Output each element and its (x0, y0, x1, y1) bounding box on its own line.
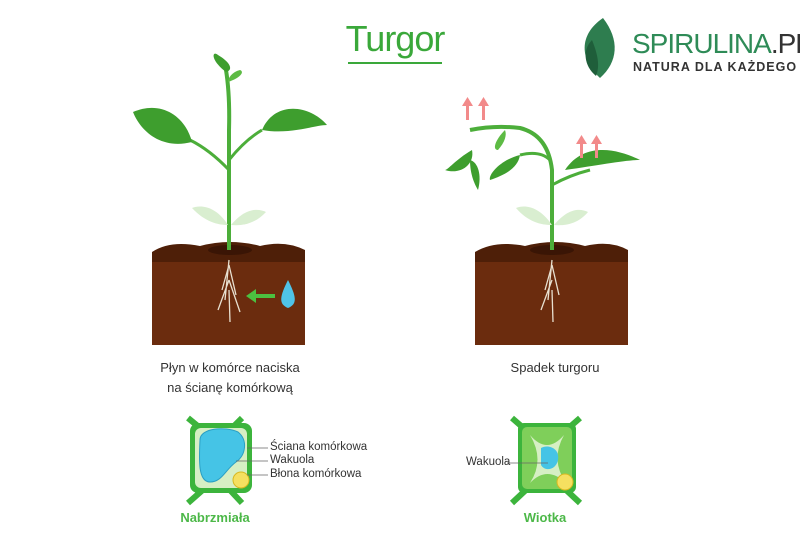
flaccid-cell (507, 415, 583, 506)
logo-suffix: .PL (770, 28, 800, 59)
label-cell-membrane: Błona komórkowa (270, 468, 362, 480)
page-title: Turgor (345, 18, 446, 59)
right-caption: Spadek turgoru (510, 360, 600, 375)
turgid-cell (186, 415, 268, 506)
logo-tagline: NATURA DLA KAŻDEGO (633, 60, 798, 74)
logo-leaf-icon (584, 18, 615, 78)
wilted-plant (445, 97, 640, 345)
flaccid-state-label: Wiotka (523, 510, 567, 525)
label-vacuole-right: Wakuola (466, 456, 511, 468)
logo-name: SPIRULINA (632, 28, 772, 59)
logo: SPIRULINA.PL (632, 28, 800, 60)
healthy-plant (133, 53, 327, 345)
label-vacuole-left: Wakuola (270, 454, 315, 466)
label-cell-wall: Ściana komórkowa (270, 441, 368, 453)
left-caption: Płyn w komórce naciska na ścianę komórko… (140, 358, 320, 398)
turgid-state-label: Nabrzmiała (180, 510, 250, 525)
water-drop-icon (281, 280, 295, 308)
left-caption-line1: Płyn w komórce naciska (160, 360, 300, 375)
arrow-left-icon (246, 289, 256, 303)
arrow-up-icon (462, 97, 602, 158)
left-caption-line2: na ścianę komórkową (167, 380, 293, 395)
title-underline (348, 62, 442, 64)
